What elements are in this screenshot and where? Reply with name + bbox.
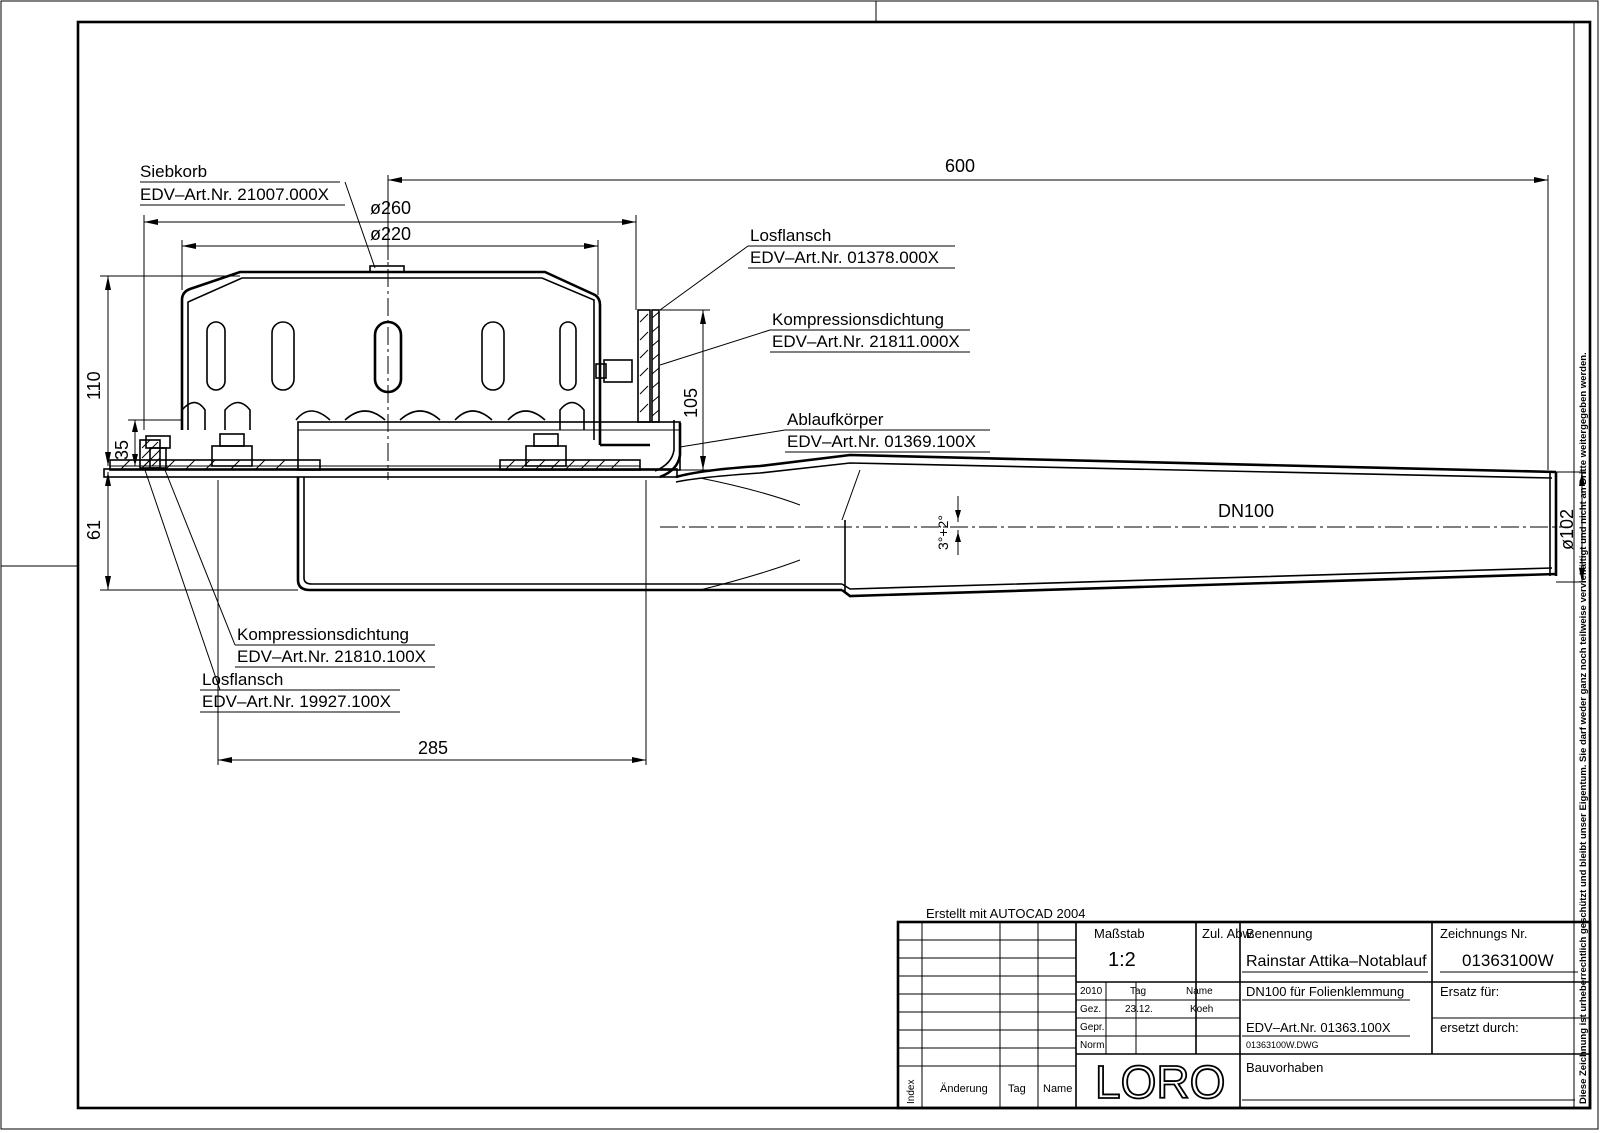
dim-102: ø102 xyxy=(1557,509,1577,550)
index-label: Index xyxy=(906,1080,917,1104)
tolerance-label: Zul. Abw. xyxy=(1202,926,1255,941)
drawn-label: Gez. xyxy=(1080,1004,1101,1015)
left-flange xyxy=(109,439,641,471)
label-siebkorb: Siebkorb xyxy=(140,162,207,181)
drawing-no-label: Zeichnungs Nr. xyxy=(1440,926,1527,941)
drain-body xyxy=(103,420,1558,598)
name-value: Rainstar Attika–Notablauf xyxy=(1246,953,1427,970)
bolts xyxy=(145,359,633,469)
label-kompression-top: Kompressionsdichtung xyxy=(772,310,944,329)
dim-35: 35 xyxy=(112,440,132,460)
label-losflansch-bottom-art: EDV–Art.Nr. 19927.100X xyxy=(202,692,391,711)
dim-110: 110 xyxy=(84,371,104,400)
dim-61: 61 xyxy=(84,520,104,540)
drain-sump xyxy=(296,477,842,592)
dimension-lines xyxy=(100,175,1586,765)
drawing-frame xyxy=(76,20,1592,1110)
dim-105: 105 xyxy=(681,388,701,418)
flange-plate xyxy=(103,468,678,478)
label-kompression-top-art: EDV–Art.Nr. 21811.000X xyxy=(772,332,960,351)
replaced-by-label: ersetzt durch: xyxy=(1440,1020,1519,1035)
drawing-no-value: 01363100W xyxy=(1462,951,1554,970)
year: 2010 xyxy=(1080,986,1103,997)
strainer-basket xyxy=(180,265,650,447)
day-label: Tag xyxy=(1130,986,1146,997)
label-siebkorb-art: EDV–Art.Nr. 21007.000X xyxy=(140,185,329,204)
scale-value: 1:2 xyxy=(1108,949,1136,971)
norm-label: Norm. xyxy=(1080,1040,1107,1051)
label-kompression-bottom-art: EDV–Art.Nr. 21810.100X xyxy=(237,647,426,666)
title-block xyxy=(896,920,1592,1110)
dim-dn100: DN100 xyxy=(1218,501,1274,521)
dim-600: 600 xyxy=(945,156,975,176)
label-losflansch-top: Losflansch xyxy=(750,226,831,245)
checked-label: Gepr. xyxy=(1080,1022,1104,1033)
copyright-note: Diese Zeichnung ist urheberrechtlich ges… xyxy=(1578,352,1589,1104)
drawn-name: Koeh xyxy=(1190,1004,1213,1015)
dwg-file: 01363100W.DWG xyxy=(1246,1040,1319,1050)
rev-day-label: Tag xyxy=(1008,1083,1026,1095)
dim-slope: 3°+2° xyxy=(935,515,951,550)
loro-logo: LORO xyxy=(1095,1056,1225,1108)
vertical-flange xyxy=(637,309,660,423)
dim-285: 285 xyxy=(418,738,448,758)
dim-260: ø260 xyxy=(370,198,411,218)
created-with: Erstellt mit AUTOCAD 2004 xyxy=(926,906,1085,921)
change-label: Änderung xyxy=(940,1083,988,1095)
art-number: EDV–Art.Nr. 01363.100X xyxy=(1246,1020,1391,1035)
name-label: Benennung xyxy=(1246,926,1313,941)
label-ablauf-art: EDV–Art.Nr. 01369.100X xyxy=(787,432,976,451)
subtitle: DN100 für Folienklemmung xyxy=(1246,984,1404,999)
label-losflansch-top-art: EDV–Art.Nr. 01378.000X xyxy=(750,248,939,267)
leader-lines xyxy=(140,181,990,713)
label-losflansch-bottom: Losflansch xyxy=(202,670,283,689)
outlet-pipe xyxy=(675,453,1557,479)
label-ablauf: Ablaufkörper xyxy=(787,410,884,429)
dim-220: ø220 xyxy=(370,224,411,244)
scale-label: Maßstab xyxy=(1094,926,1145,941)
rev-name-label: Name xyxy=(1043,1083,1072,1095)
replaces-label: Ersatz für: xyxy=(1440,984,1499,999)
project-label: Bauvorhaben xyxy=(1246,1060,1323,1075)
drawn-date: 23.12. xyxy=(1125,1004,1153,1015)
name-col-label: Name xyxy=(1186,986,1213,997)
label-kompression-bottom: Kompressionsdichtung xyxy=(237,625,409,644)
